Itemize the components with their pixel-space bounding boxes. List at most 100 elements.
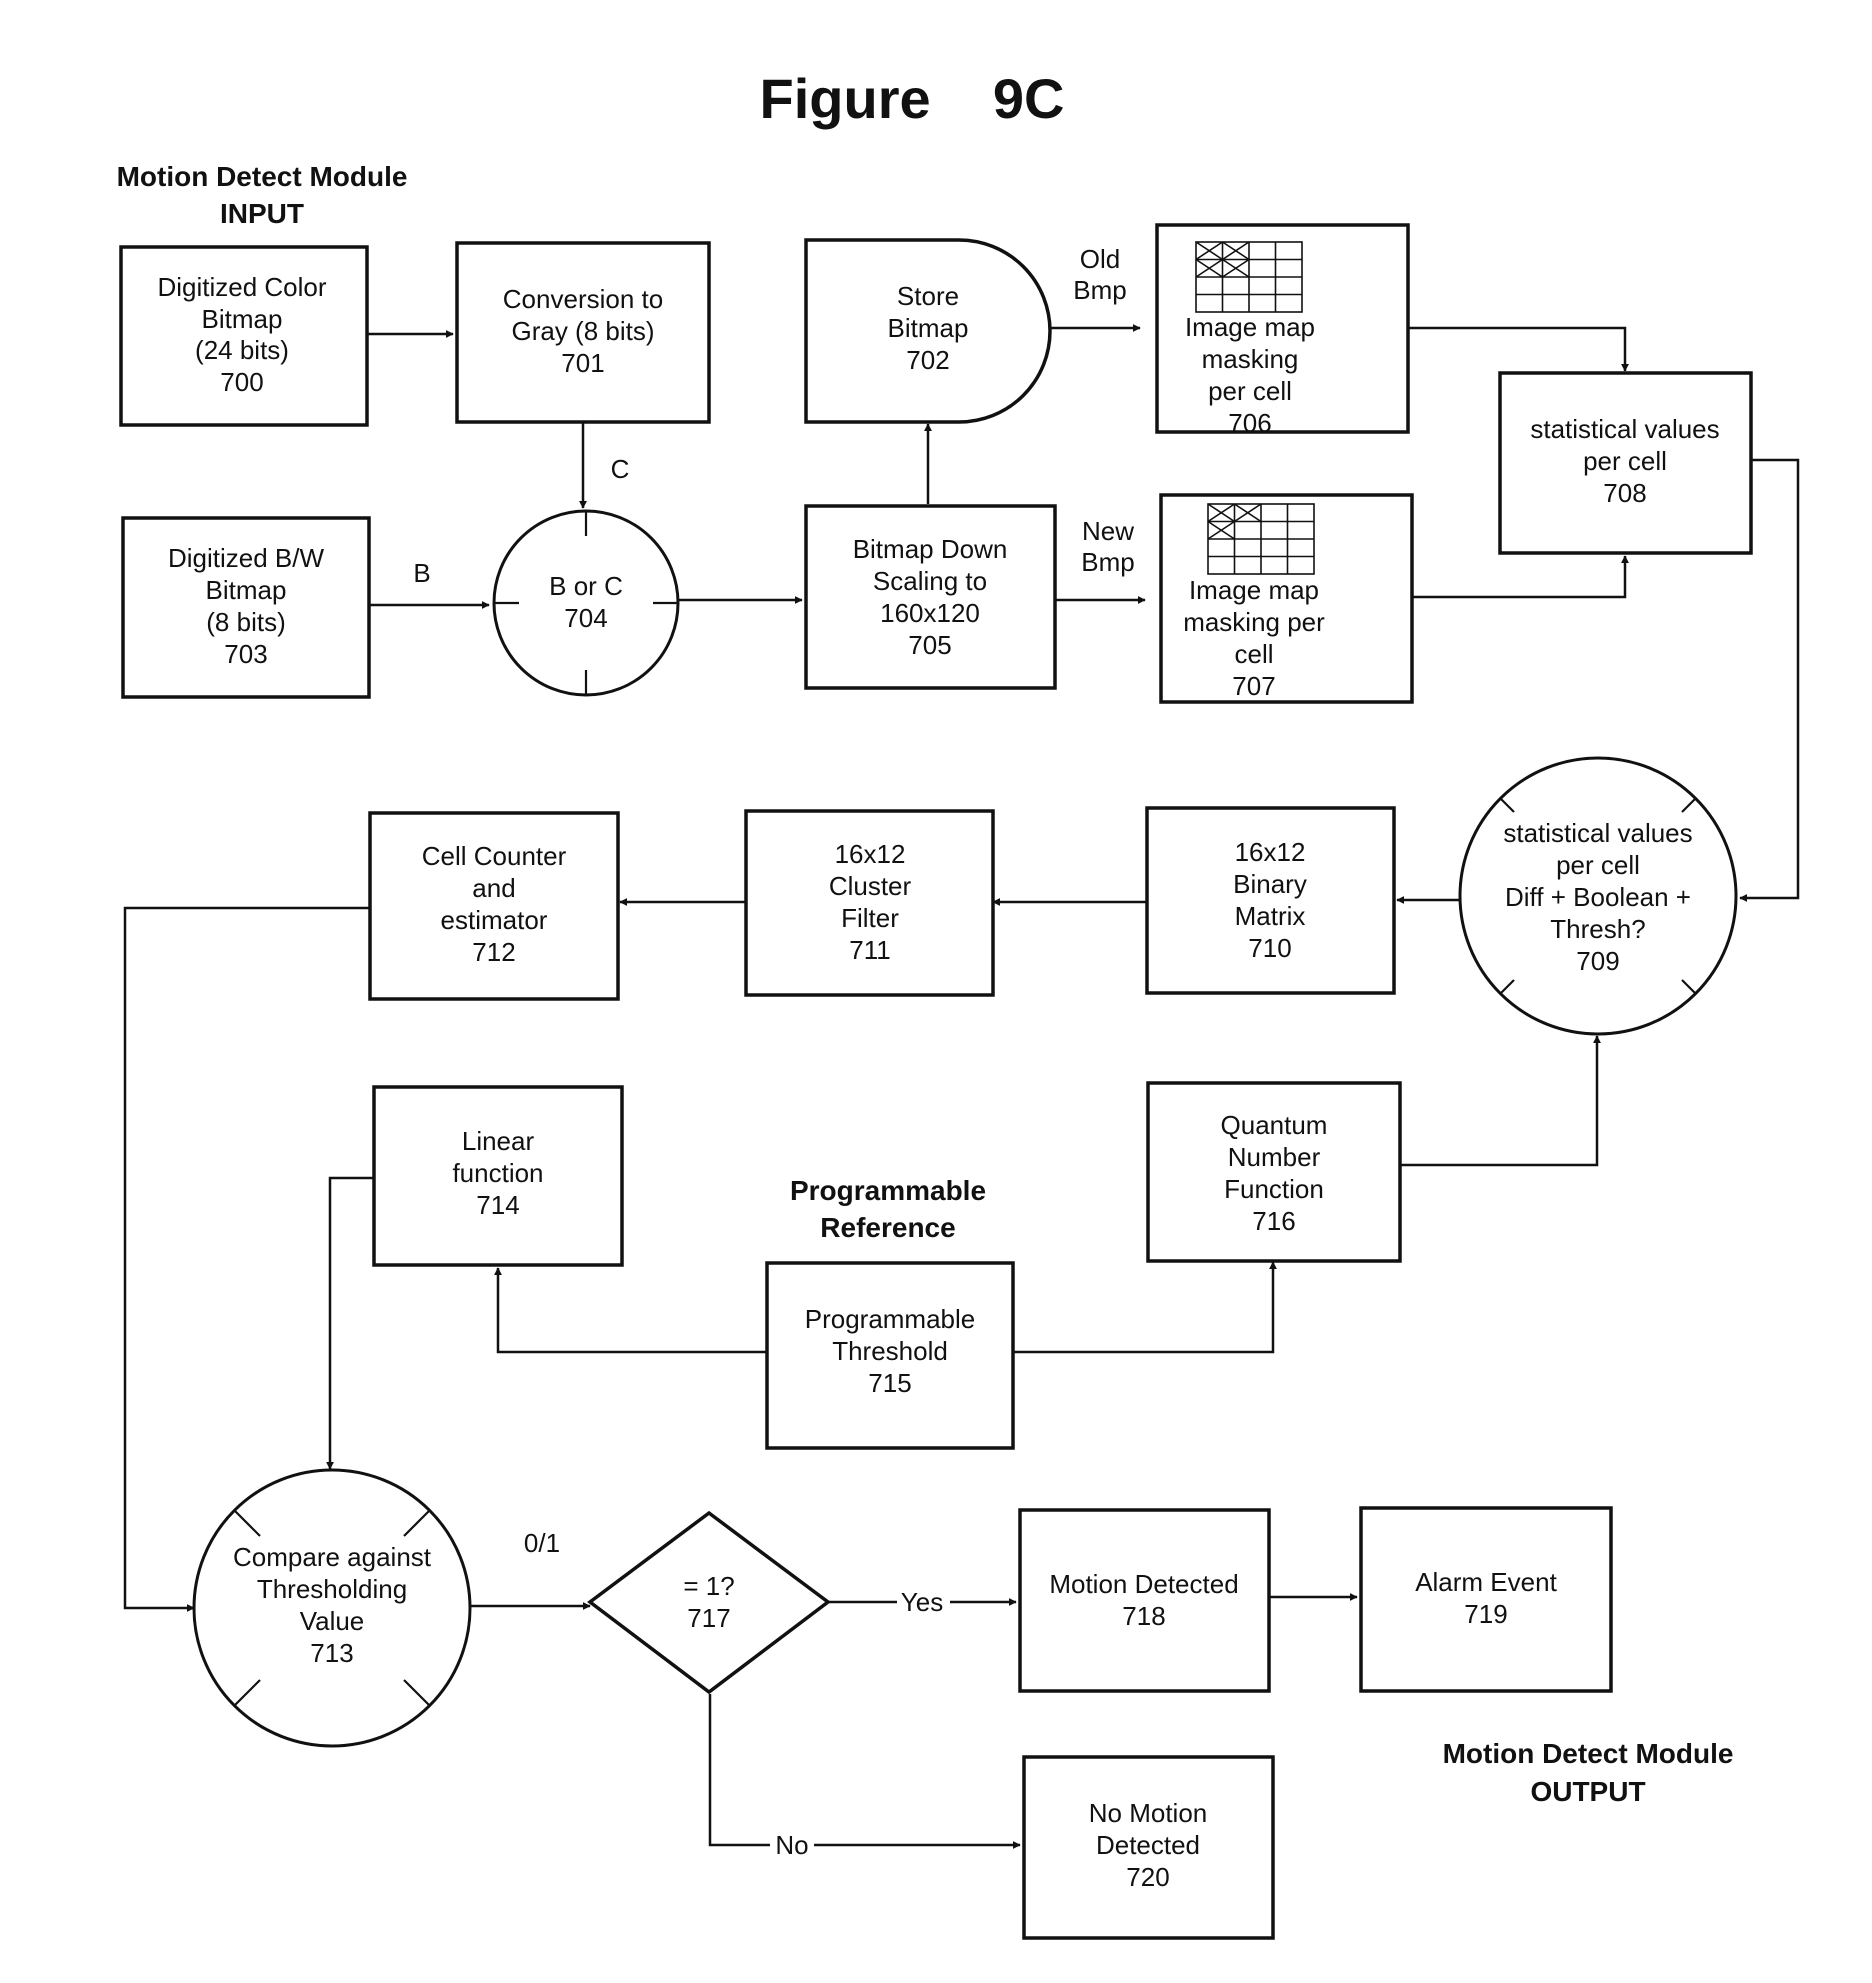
svg-text:717: 717 (687, 1603, 730, 1633)
edge-label-new-bmp-1: New (1082, 516, 1134, 546)
svg-text:16x12: 16x12 (835, 839, 906, 869)
svg-text:708: 708 (1603, 478, 1646, 508)
svg-text:per cell: per cell (1208, 376, 1292, 406)
edge-label-new-bmp-2: Bmp (1081, 547, 1134, 577)
svg-text:estimator: estimator (441, 905, 548, 935)
node-713-compare-against-threshold: Compare against Thresholding Value 713 (194, 1470, 470, 1746)
svg-text:713: 713 (310, 1638, 353, 1668)
svg-text:B or C: B or C (549, 571, 623, 601)
edge-label-yes: Yes (901, 1587, 943, 1617)
svg-text:(24 bits): (24 bits) (195, 335, 289, 365)
edge-707-708 (1412, 556, 1625, 597)
node-706-image-map-masking: Image map masking per cell 706 (1157, 225, 1408, 438)
edge-715-714 (498, 1268, 767, 1352)
svg-text:720: 720 (1126, 1862, 1169, 1892)
svg-text:710: 710 (1248, 933, 1291, 963)
node-715-programmable-threshold: Programmable Threshold 715 (767, 1263, 1013, 1448)
node-716-quantum-number-function: Quantum Number Function 716 (1148, 1083, 1400, 1261)
svg-text:707: 707 (1232, 671, 1275, 701)
svg-text:705: 705 (908, 630, 951, 660)
svg-text:and: and (472, 873, 515, 903)
svg-text:Programmable: Programmable (805, 1304, 976, 1334)
output-header-line2: OUTPUT (1530, 1776, 1645, 1807)
svg-text:cell: cell (1234, 639, 1273, 669)
node-701-conversion-to-gray: Conversion to Gray (8 bits) 701 (457, 243, 709, 422)
svg-text:statistical values: statistical values (1530, 414, 1719, 444)
svg-text:Image map: Image map (1185, 312, 1315, 342)
node-704-b-or-c-selector: B or C 704 (494, 511, 678, 695)
svg-text:715: 715 (868, 1368, 911, 1398)
node-702-store-bitmap: Store Bitmap 702 (806, 240, 1050, 422)
svg-text:Thresholding: Thresholding (257, 1574, 407, 1604)
edge-label-old-bmp-1: Old (1080, 244, 1120, 274)
edge-label-b: B (413, 558, 430, 588)
svg-text:Gray (8 bits): Gray (8 bits) (511, 316, 654, 346)
svg-text:716: 716 (1252, 1206, 1295, 1236)
svg-text:701: 701 (561, 348, 604, 378)
svg-text:Diff + Boolean +: Diff + Boolean + (1505, 882, 1691, 912)
node-703-digitized-bw-bitmap: Digitized B/W Bitmap (8 bits) 703 (123, 518, 369, 697)
node-717-equals-one-decision: = 1? 717 (590, 1513, 828, 1692)
svg-text:Image map: Image map (1189, 575, 1319, 605)
figure-title: Figure 9C (760, 67, 1065, 130)
svg-text:Threshold: Threshold (832, 1336, 948, 1366)
svg-text:Store: Store (897, 281, 959, 311)
svg-text:Quantum: Quantum (1221, 1110, 1328, 1140)
edge-label-c: C (611, 454, 630, 484)
svg-text:= 1?: = 1? (683, 1571, 734, 1601)
input-header-line1: Motion Detect Module (117, 161, 408, 192)
svg-text:No Motion: No Motion (1089, 1798, 1208, 1828)
svg-text:719: 719 (1464, 1599, 1507, 1629)
output-header-line1: Motion Detect Module (1443, 1738, 1734, 1769)
svg-text:Bitmap: Bitmap (202, 304, 283, 334)
node-708-statistical-values: statistical values per cell 708 (1500, 373, 1751, 553)
svg-text:Filter: Filter (841, 903, 899, 933)
svg-text:704: 704 (564, 603, 607, 633)
svg-text:Compare against: Compare against (233, 1542, 432, 1572)
node-714-linear-function: Linear function 714 (374, 1087, 622, 1265)
edge-label-zero-one: 0/1 (524, 1528, 560, 1558)
reference-header-line2: Reference (820, 1212, 955, 1243)
svg-text:Digitized B/W: Digitized B/W (168, 543, 324, 573)
edge-716-709 (1400, 1036, 1597, 1165)
svg-text:(8 bits): (8 bits) (206, 607, 285, 637)
edge-706-708 (1408, 328, 1625, 371)
svg-text:709: 709 (1576, 946, 1619, 976)
edge-714-713 (330, 1178, 374, 1469)
svg-text:714: 714 (476, 1190, 519, 1220)
svg-text:16x12: 16x12 (1235, 837, 1306, 867)
svg-text:Cell Counter: Cell Counter (422, 841, 567, 871)
node-700-digitized-color-bitmap: Digitized Color Bitmap (24 bits) 700 (121, 247, 367, 425)
svg-text:Bitmap: Bitmap (206, 575, 287, 605)
node-707-image-map-masking: Image map masking per cell 707 (1161, 495, 1412, 702)
svg-text:718: 718 (1122, 1601, 1165, 1631)
svg-text:700: 700 (220, 367, 263, 397)
svg-text:per cell: per cell (1556, 850, 1640, 880)
edge-717-no-a (710, 1694, 770, 1845)
svg-text:function: function (452, 1158, 543, 1188)
reference-header-line1: Programmable (790, 1175, 986, 1206)
svg-text:Bitmap Down: Bitmap Down (853, 534, 1008, 564)
svg-text:Detected: Detected (1096, 1830, 1200, 1860)
svg-text:Function: Function (1224, 1174, 1324, 1204)
node-720-no-motion-detected: No Motion Detected 720 (1024, 1757, 1273, 1938)
edge-label-no: No (775, 1830, 808, 1860)
edge-label-old-bmp-2: Bmp (1073, 275, 1126, 305)
svg-text:Number: Number (1228, 1142, 1321, 1172)
node-719-alarm-event: Alarm Event 719 (1361, 1508, 1611, 1691)
svg-text:Alarm Event: Alarm Event (1415, 1567, 1557, 1597)
svg-text:masking per: masking per (1183, 607, 1325, 637)
svg-text:statistical values: statistical values (1503, 818, 1692, 848)
node-709-statistical-diff-boolean-thresh: statistical values per cell Diff + Boole… (1460, 758, 1736, 1034)
svg-text:Thresh?: Thresh? (1550, 914, 1645, 944)
svg-text:160x120: 160x120 (880, 598, 980, 628)
node-710-binary-matrix: 16x12 Binary Matrix 710 (1147, 808, 1394, 993)
svg-text:per cell: per cell (1583, 446, 1667, 476)
svg-text:Linear: Linear (462, 1126, 535, 1156)
svg-text:Scaling to: Scaling to (873, 566, 987, 596)
node-718-motion-detected: Motion Detected 718 (1020, 1510, 1269, 1691)
svg-text:703: 703 (224, 639, 267, 669)
svg-text:712: 712 (472, 937, 515, 967)
svg-text:Motion Detected: Motion Detected (1049, 1569, 1238, 1599)
